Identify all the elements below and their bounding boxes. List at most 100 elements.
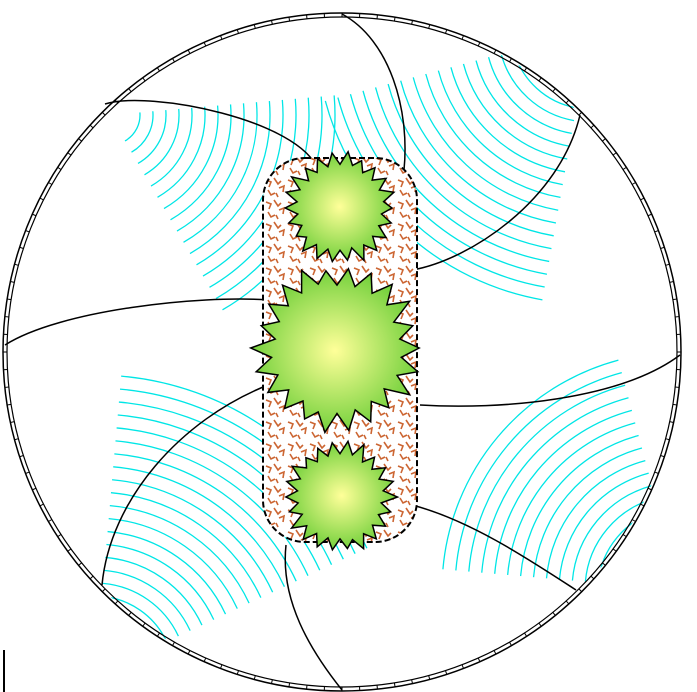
hatch-arc [115, 440, 309, 576]
hatch-arc [487, 57, 572, 135]
ring-tick [253, 24, 256, 29]
ring-tick [631, 519, 636, 522]
hatch-arc [157, 106, 206, 198]
ring-tick [622, 166, 627, 170]
ring-tick [271, 20, 273, 25]
ring-tick [647, 487, 652, 491]
ring-tick [565, 99, 570, 104]
ring-tick [220, 664, 223, 669]
ring-tick [552, 88, 556, 92]
ring-tick [253, 675, 256, 680]
hatch-arc [400, 80, 557, 224]
hatch-arc [170, 104, 232, 221]
hatch-arc [124, 112, 141, 142]
hatch-arc [108, 517, 238, 609]
ring-tick [187, 49, 191, 54]
ring-tick [631, 182, 636, 185]
ring-tick [660, 455, 665, 458]
hatch-arc [387, 83, 554, 237]
ring-tick [654, 471, 659, 474]
hatch-arc [189, 100, 271, 255]
hatch-arc [104, 569, 191, 631]
hatch-arc [98, 634, 132, 659]
ring-tick [78, 138, 82, 142]
ring-tick [411, 679, 413, 684]
tree-canopy-bottom [284, 439, 400, 552]
ring-tick [654, 230, 659, 233]
hatch-arc [137, 110, 167, 165]
hatch-arc [494, 409, 633, 574]
hatch-arc [455, 372, 622, 571]
hatch-arc [425, 73, 561, 199]
ring-tick [114, 600, 119, 605]
hatch-arc [623, 535, 666, 586]
ring-tick [39, 197, 44, 201]
circular-bed [2, 12, 682, 692]
ring-tick [187, 650, 191, 655]
ring-tick [665, 263, 670, 266]
hatch-arc [150, 107, 193, 187]
ring-tick [669, 281, 674, 283]
ring-tick [461, 35, 464, 40]
ring-tick [672, 403, 677, 406]
ring-tick [509, 641, 512, 646]
hatch-arc [597, 510, 659, 583]
hatch-arc [649, 560, 673, 588]
ring-edging [3, 13, 681, 691]
ring-tick [493, 49, 497, 54]
ring-tick [590, 575, 595, 580]
hatch-arc [107, 530, 227, 615]
ring-tick [524, 67, 528, 72]
ring-tick [19, 246, 24, 249]
ring-tick [236, 29, 239, 34]
ring-tick [640, 503, 645, 507]
ring-tick [578, 111, 583, 116]
hatch-arc [176, 103, 245, 232]
ring-tick [128, 88, 132, 92]
ring-tick [220, 35, 223, 40]
ring-tick [445, 29, 448, 34]
ring-tick [172, 641, 175, 646]
ring-tick [78, 562, 82, 566]
hatch-arc [550, 40, 584, 71]
ring-tick [156, 632, 160, 637]
hatch-arc [519, 434, 639, 577]
hatch-arc [450, 67, 566, 173]
ring-tick [590, 124, 595, 129]
ring-tick [672, 298, 677, 301]
ring-tick [622, 534, 627, 538]
hatch-arc [532, 447, 643, 578]
ring-tick [612, 548, 617, 552]
ring-tick [48, 182, 53, 185]
divider-curve [284, 544, 343, 691]
ring-tick [48, 519, 53, 522]
ring-tick [128, 612, 132, 616]
ring-tick [32, 213, 37, 217]
divider-curve [341, 13, 406, 171]
divider-curve [419, 354, 681, 407]
ring-tick [142, 77, 146, 82]
hatch-arc [558, 472, 649, 580]
hatch-arc [131, 111, 154, 153]
ring-tick [32, 487, 37, 491]
ring-tick [19, 455, 24, 458]
hatch-arc [109, 504, 250, 604]
ring-tick [7, 403, 12, 406]
ring-tick [428, 675, 431, 680]
ring-tick [203, 42, 207, 47]
ring-tick [461, 664, 464, 669]
ring-tick [67, 152, 72, 156]
ring-tick [477, 42, 481, 47]
hatch-arc [442, 359, 619, 570]
hatch-arc [507, 422, 636, 575]
ring-tick [393, 17, 396, 22]
hatch-arc [412, 77, 559, 211]
hatch-arc [113, 466, 286, 587]
hatch-arc [106, 543, 215, 620]
ring-tick [602, 562, 606, 566]
hatch-arc [571, 485, 653, 581]
ring-tick [445, 670, 448, 675]
ring-tick [156, 67, 160, 72]
ring-tick [524, 632, 528, 637]
